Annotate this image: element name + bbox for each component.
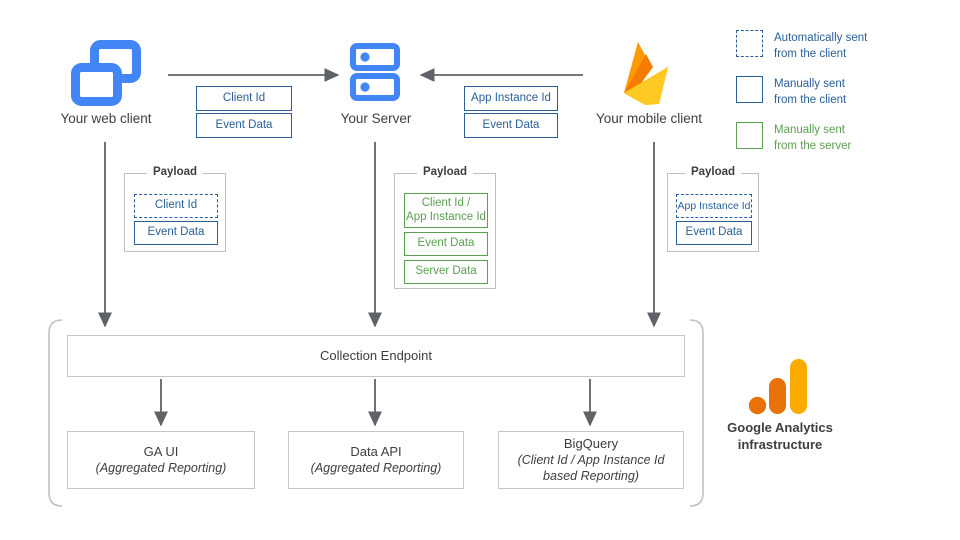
legend-swatch-dashed-blue-icon <box>736 30 763 57</box>
transit-chip-event-data-mobile: Event Data <box>464 113 558 138</box>
transit-chip-client-id: Client Id <box>196 86 292 111</box>
output-ga-ui-title: GA UI <box>143 443 179 459</box>
output-bigquery-title: BigQuery <box>563 435 619 451</box>
output-bigquery-subtitle: (Client Id / App Instance Id based Repor… <box>517 453 665 484</box>
legend-item-auto-client: Automatically sent from the client <box>736 30 956 62</box>
legend-manual-server-line1: Manually sent <box>774 124 845 137</box>
payload-web-title: Payload <box>146 166 204 178</box>
legend-manual-client-line1: Manually sent <box>774 78 845 91</box>
payload-mobile-item-app-instance-id: App Instance Id <box>676 194 752 218</box>
payload-web: Payload Client Id Event Data <box>124 166 226 252</box>
legend-item-manual-server: Manually sent from the server <box>736 122 956 154</box>
legend-manual-client-line2: from the client <box>774 93 847 106</box>
output-data-api-subtitle: (Aggregated Reporting) <box>310 461 442 476</box>
payload-web-item-client-id: Client Id <box>134 194 218 218</box>
payload-mobile-item-event-data: Event Data <box>676 221 752 245</box>
ga-infrastructure-caption: Google Analytics infrastructure <box>727 420 833 452</box>
payload-server-item-server-data: Server Data <box>404 260 488 284</box>
output-data-api-title: Data API <box>350 443 402 459</box>
payload-server-title: Payload <box>416 166 474 178</box>
legend: Automatically sent from the client Manua… <box>736 30 956 168</box>
server-label: Your Server <box>340 111 412 126</box>
legend-auto-client-line2: from the client <box>774 47 847 60</box>
server-rack-icon <box>350 43 400 101</box>
payload-mobile-title: Payload <box>684 166 742 178</box>
legend-swatch-solid-blue-icon <box>736 76 763 104</box>
output-ga-ui-subtitle: (Aggregated Reporting) <box>95 461 227 476</box>
firebase-flame-icon <box>624 42 668 105</box>
payload-server: Payload Client Id / App Instance Id Even… <box>394 166 496 289</box>
legend-item-manual-client: Manually sent from the client <box>736 76 956 108</box>
web-client-label: Your web client <box>60 111 152 126</box>
collection-endpoint-box: Collection Endpoint <box>67 335 685 377</box>
mobile-client-label: Your mobile client <box>595 111 703 126</box>
output-box-bigquery: BigQuery (Client Id / App Instance Id ba… <box>498 431 684 489</box>
transit-chip-event-data: Event Data <box>196 113 292 138</box>
payload-server-item-ids: Client Id / App Instance Id <box>404 193 488 228</box>
legend-auto-client-line1: Automatically sent <box>774 32 868 44</box>
collection-endpoint-label: Collection Endpoint <box>319 347 433 363</box>
legend-swatch-solid-green-icon <box>736 122 763 150</box>
output-box-data-api: Data API (Aggregated Reporting) <box>288 431 464 489</box>
transit-chip-app-instance-id: App Instance Id <box>464 86 558 111</box>
output-box-ga-ui: GA UI (Aggregated Reporting) <box>67 431 255 489</box>
payload-server-item-event-data: Event Data <box>404 232 488 256</box>
google-analytics-logo <box>748 359 807 415</box>
payload-mobile: Payload App Instance Id Event Data <box>667 166 759 252</box>
payload-web-item-event-data: Event Data <box>134 221 218 245</box>
browser-windows-icon <box>71 40 141 106</box>
legend-manual-server-line2: from the server <box>774 139 852 152</box>
